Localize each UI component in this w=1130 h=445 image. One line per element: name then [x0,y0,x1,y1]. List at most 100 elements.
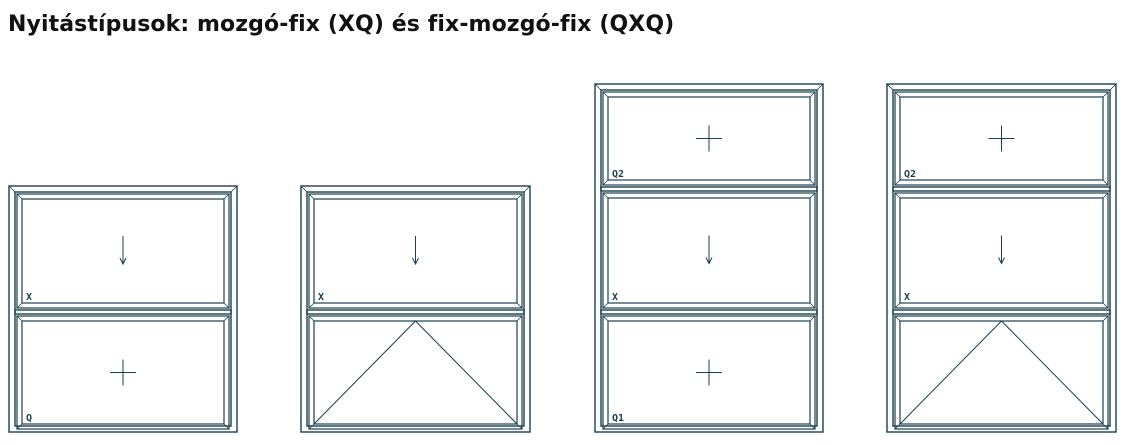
sash-miter [16,423,23,430]
sash-label: Q1 [612,413,624,424]
sash-2 [308,315,523,430]
sash-1: Q2 [894,91,1109,186]
sash-1: Q2 [602,91,816,186]
sash-label: Q2 [904,169,916,180]
mullion [14,309,232,315]
frame-miter [1109,83,1117,91]
sash-miter [894,423,901,430]
window-qxq-2: Q2X [886,83,1117,433]
sash-outer-edge [894,91,1109,186]
sash-miter [516,315,523,322]
arrow-down-icon [705,235,713,265]
sash-miter [223,423,230,430]
fixed-cross-icon [696,125,722,152]
sash-1: X [308,193,523,309]
sash-inner-edge [21,320,225,425]
sash-3: Q1 [602,315,816,430]
sash-miter [894,179,901,186]
sash-outer-edge [894,192,1109,309]
sash-2: X [602,192,816,309]
sash-outer-edge [602,315,816,430]
sash-2: X [894,192,1109,309]
sash-miter [223,315,230,322]
sash-miter [602,315,609,322]
arrow-down-icon [998,235,1005,265]
fixed-cross-icon [110,359,136,386]
frame-inner [306,191,525,427]
sash-inner-edge [607,320,811,425]
sash-miter [602,192,609,199]
fixed-cross-icon [696,359,722,386]
frame-miter [8,185,16,193]
sash-miter [894,302,901,309]
frame-miter [300,185,308,193]
sash-miter [1102,423,1109,430]
sash-miter [894,315,901,322]
sash-miter [809,302,816,309]
frame-inner [892,89,1111,427]
sash-outer-edge [894,315,1109,430]
sash-miter [16,193,23,200]
sash-miter [223,193,230,200]
frame-miter [886,83,894,91]
sash-miter [1102,91,1109,98]
mullion [600,309,818,315]
sash-miter [308,423,315,430]
arrow-down-icon [412,236,419,266]
sash-miter [894,192,901,199]
sash-miter [809,179,816,186]
frame-miter [523,185,531,193]
sash-miter [809,315,816,322]
sash-miter [516,302,523,309]
sash-miter [1102,302,1109,309]
frame-inner [14,191,232,427]
sash-inner-edge [607,96,811,181]
sash-miter [809,192,816,199]
sash-inner-edge [313,320,518,425]
opening-triangle-icon [313,320,518,425]
sash-miter [602,302,609,309]
sash-outer-edge [602,91,816,186]
sash-miter [1102,179,1109,186]
frame-outer [300,185,531,433]
sash-miter [516,423,523,430]
frame-miter [816,83,824,91]
sash-label: Q2 [612,169,624,180]
sash-inner-edge [899,320,1104,425]
sash-label: X [318,292,324,303]
sash-miter [516,193,523,200]
sash-3 [894,315,1109,430]
sash-miter [809,423,816,430]
sash-miter [602,423,609,430]
arrow-down-icon [119,236,127,266]
frame-miter [594,83,602,91]
sash-inner-edge [21,198,225,304]
opening-triangle-icon [899,320,1104,425]
sash-label: X [26,292,32,303]
mullion [892,309,1111,315]
sash-outer-edge [602,192,816,309]
sash-outer-edge [308,315,523,430]
frame-miter [230,185,238,193]
frame-outer [594,83,824,433]
frame-outer [8,185,238,433]
sash-miter [602,91,609,98]
sash-miter [223,302,230,309]
sash-inner-edge [313,198,518,304]
sash-inner-edge [899,197,1104,304]
fixed-cross-icon [988,125,1015,152]
frame-inner [600,89,818,427]
sash-miter [894,91,901,98]
sash-miter [308,302,315,309]
sash-label: X [904,292,910,303]
window-xq-1: XQ [8,185,238,433]
sash-miter [308,315,315,322]
window-xq-2: X [300,185,531,433]
sash-outer-edge [308,193,523,309]
sash-inner-edge [899,96,1104,181]
sash-outer-edge [16,315,230,430]
mullion [600,186,818,192]
sash-miter [1102,192,1109,199]
sash-miter [809,91,816,98]
